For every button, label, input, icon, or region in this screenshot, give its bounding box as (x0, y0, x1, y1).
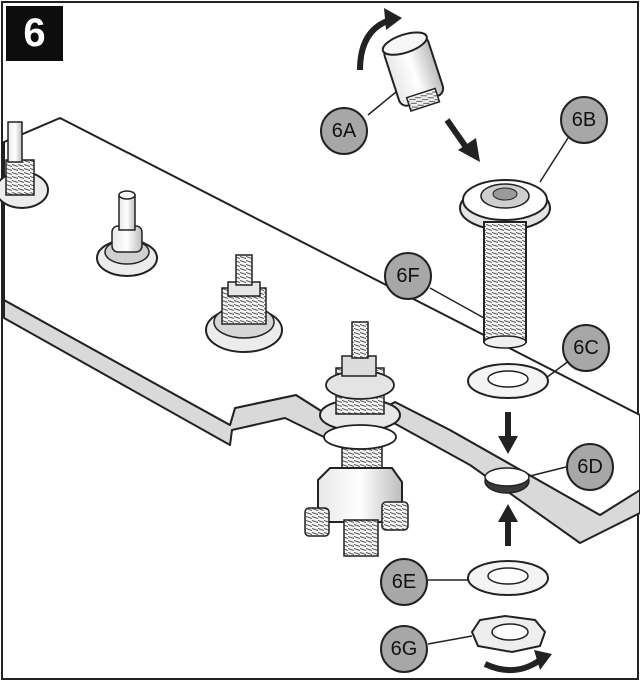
down-arrow-icon (444, 118, 480, 162)
part-6f-shank (483, 221, 527, 343)
callout-6b: 6B (560, 96, 608, 144)
step-number-badge: 6 (6, 6, 63, 61)
part-6c-washer (467, 363, 549, 399)
callout-6a: 6A (320, 107, 368, 155)
part-6b-flange (459, 179, 551, 231)
part-6e-washer (467, 560, 549, 596)
callout-6e: 6E (380, 558, 428, 606)
rotate-arrow-icon (483, 657, 542, 673)
valve-right-middle (205, 254, 283, 353)
part-6g-locknut (470, 614, 547, 654)
callout-6d: 6D (566, 443, 614, 491)
up-arrow-icon (498, 504, 518, 546)
valve-left-partial (0, 121, 49, 209)
valve-middle (96, 190, 158, 277)
part-6a-adapter (381, 31, 445, 112)
rotate-arrow-icon (357, 17, 392, 71)
callout-6f: 6F (384, 252, 432, 300)
down-arrow-icon (498, 412, 518, 454)
callout-leaders (367, 91, 571, 645)
valve-body-front (304, 321, 409, 557)
callout-6g: 6G (380, 625, 428, 673)
callout-6c: 6C (562, 324, 610, 372)
